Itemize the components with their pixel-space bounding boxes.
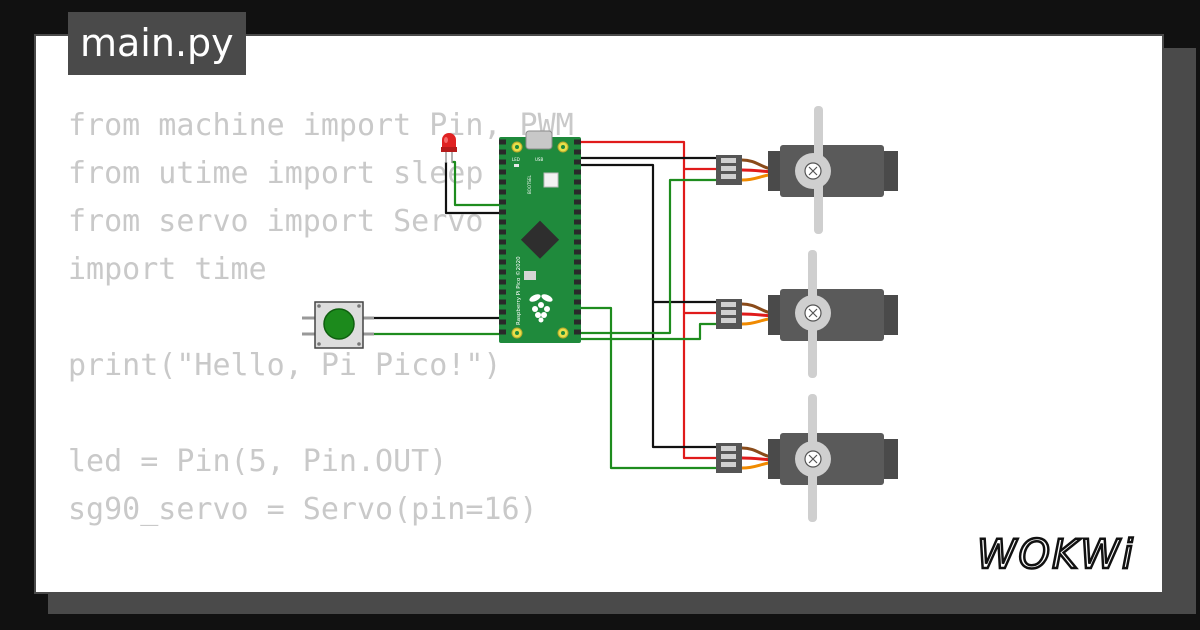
pico-pin-left: [499, 249, 506, 255]
pico-pin-right: [574, 269, 581, 275]
pico-pins: [499, 139, 581, 335]
pico-pin-left: [499, 289, 506, 295]
simulation-card: [34, 34, 1164, 594]
code-line-9: sg90_servo = Servo(pin=16): [68, 492, 538, 527]
pico-pin-left: [499, 299, 506, 305]
wire-signal-servo2: [576, 322, 716, 341]
code-line-6: print("Hello, Pi Pico!"): [68, 348, 502, 383]
pico-pin-right: [574, 149, 581, 155]
wire-red-servo3: [682, 313, 716, 460]
bootsel-button[interactable]: [543, 172, 559, 188]
wire-gnd-black-2: [576, 163, 716, 304]
pico-pin-right: [574, 179, 581, 185]
bootsel-label: BOOTSEL: [527, 175, 532, 194]
pico-pin-right: [574, 319, 581, 325]
pico-pin-right: [574, 189, 581, 195]
code-line-4: import time: [68, 252, 267, 287]
pico-pin-left: [499, 279, 506, 285]
pico-pin-left: [499, 239, 506, 245]
code-line-2: from utime import sleep: [68, 156, 484, 191]
filename-tab[interactable]: main.py: [68, 12, 246, 75]
pico-pin-right: [574, 279, 581, 285]
raspberry-pi-pico[interactable]: USB LED BOOTSEL Raspberry Pi Pico ©2020: [499, 130, 581, 343]
pico-onboard-led: [514, 164, 519, 167]
pico-usb-label: USB: [535, 157, 543, 162]
pico-pin-left: [499, 139, 506, 145]
pico-pin-left: [499, 259, 506, 265]
pico-pin-left: [499, 269, 506, 275]
pico-pin-left: [499, 309, 506, 315]
pico-pin-left: [499, 179, 506, 185]
pico-pin-right: [574, 159, 581, 165]
pico-pin-right: [574, 299, 581, 305]
wire-led-green: [452, 160, 502, 207]
pico-pin-right: [574, 169, 581, 175]
pico-pin-left: [499, 169, 506, 175]
pico-pin-right: [574, 289, 581, 295]
pushbutton-green[interactable]: [302, 301, 374, 349]
pico-pin-right: [574, 309, 581, 315]
wokwi-logo-text: WOKWi: [977, 532, 1135, 578]
pico-pin-right: [574, 229, 581, 235]
servo-3[interactable]: [716, 394, 898, 522]
servo-2[interactable]: [716, 250, 898, 378]
pico-pin-left: [499, 199, 506, 205]
servo-1[interactable]: [716, 106, 898, 234]
led-red[interactable]: [441, 133, 457, 163]
flash-chip: [524, 271, 536, 280]
pico-pin-left: [499, 319, 506, 325]
raspberry-logo: [529, 294, 553, 323]
pico-pin-right: [574, 239, 581, 245]
pico-pin-left: [499, 209, 506, 215]
pico-silkscreen: Raspberry Pi Pico ©2020: [515, 256, 522, 325]
wire-signal-servo1: [576, 178, 716, 335]
pico-pin-right: [574, 139, 581, 145]
pico-pin-left: [499, 329, 506, 335]
pico-led-label: LED: [512, 157, 520, 162]
wire-gnd-black-3: [651, 302, 716, 449]
pico-pin-right: [574, 199, 581, 205]
wire-red-servo2: [682, 169, 716, 315]
code-line-8: led = Pin(5, Pin.OUT): [68, 444, 448, 479]
pico-pin-left: [499, 189, 506, 195]
wire-led-black: [444, 162, 502, 215]
pico-pin-left: [499, 219, 506, 225]
wire-signal-servo3: [576, 306, 716, 470]
pico-pin-right: [574, 329, 581, 335]
pico-pin-right: [574, 209, 581, 215]
pico-pin-left: [499, 229, 506, 235]
pico-pin-right: [574, 259, 581, 265]
wires: [372, 140, 716, 470]
pico-pin-right: [574, 249, 581, 255]
wire-vbus-red: [576, 140, 716, 171]
code-line-3: from servo import Servo: [68, 204, 484, 239]
pico-pin-left: [499, 159, 506, 165]
pico-pin-left: [499, 149, 506, 155]
pico-pin-right: [574, 219, 581, 225]
wokwi-logo[interactable]: WOKWi: [975, 528, 1155, 580]
